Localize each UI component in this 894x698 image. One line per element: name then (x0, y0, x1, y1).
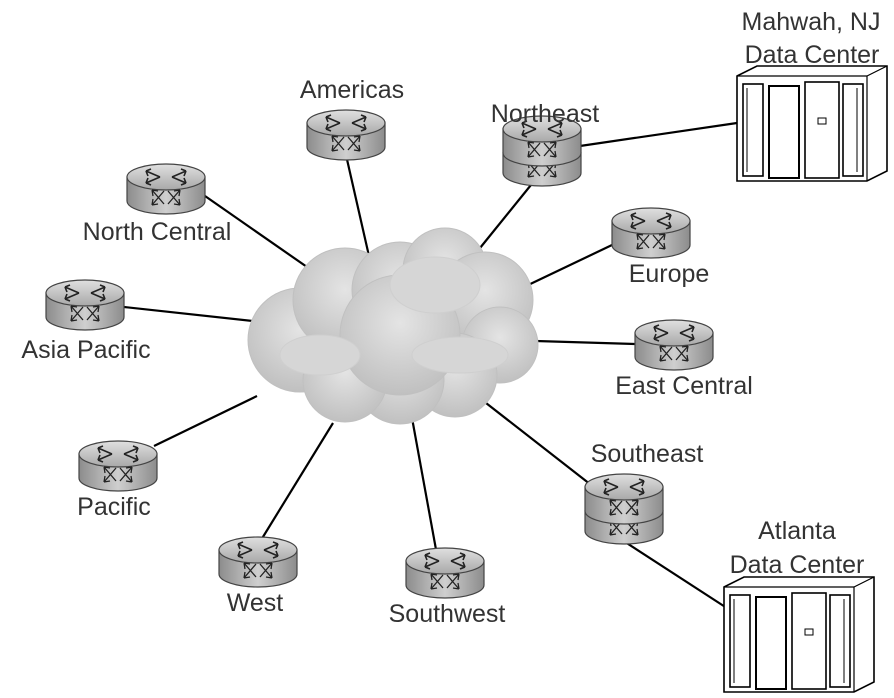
wan-cloud (247, 227, 539, 425)
label-southwest: Southwest (389, 600, 506, 628)
link-southwest (410, 417, 439, 556)
link-northeast (479, 179, 536, 249)
router-north-central-icon (126, 163, 206, 215)
link-west (257, 422, 334, 546)
mahwah-data-center-icon (736, 65, 888, 182)
router-pacific-icon (78, 440, 158, 492)
label-atlanta-line1: Atlanta (758, 517, 836, 545)
atlanta-data-center-icon (723, 576, 875, 693)
label-atlanta-line2: Data Center (730, 551, 865, 579)
label-asia-pacific: Asia Pacific (21, 336, 150, 364)
router-americas-icon (306, 109, 386, 161)
router-southeast-icon (585, 474, 663, 544)
label-north-central: North Central (83, 218, 232, 246)
label-mahwah-line2: Data Center (745, 41, 880, 69)
label-pacific: Pacific (77, 493, 151, 521)
router-east-central-icon (634, 319, 714, 371)
link-pacific (153, 395, 258, 447)
label-americas: Americas (300, 76, 404, 104)
network-links (123, 121, 738, 613)
label-europe: Europe (629, 260, 710, 288)
label-mahwah-line1: Mahwah, NJ (742, 8, 881, 36)
router-southwest-icon (405, 547, 485, 599)
label-west: West (227, 589, 284, 617)
router-europe-icon (611, 207, 691, 259)
label-east-central: East Central (615, 372, 753, 400)
router-asia-pacific-icon (45, 279, 125, 331)
link-europe (523, 244, 613, 288)
link-northeast-mahwah (579, 121, 738, 148)
label-northeast: Northeast (491, 100, 599, 128)
link-east-central (535, 339, 636, 346)
link-southeast (485, 402, 596, 489)
label-southeast: Southeast (591, 440, 704, 468)
router-west-icon (218, 536, 298, 588)
link-southeast-atlanta (621, 539, 734, 613)
link-asia-pacific (123, 305, 263, 324)
